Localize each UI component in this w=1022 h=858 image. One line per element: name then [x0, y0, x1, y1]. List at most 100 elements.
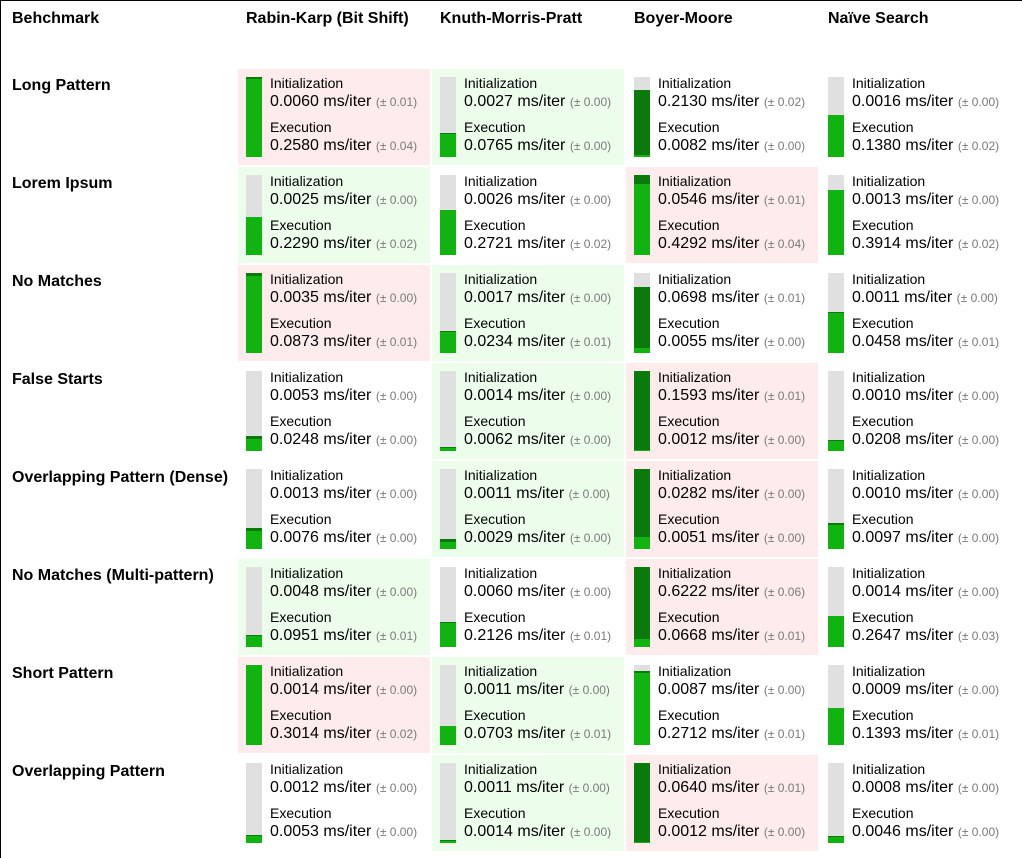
execution-value: 0.0029 ms/iter (± 0.00) [464, 529, 611, 547]
execution-bar-fill [634, 155, 650, 157]
header-knuth-morris-pratt: Knuth-Morris-Pratt [440, 10, 583, 27]
initialization-label: Initialization [658, 271, 732, 287]
initialization-bar-fill [828, 523, 844, 525]
execution-value: 0.0055 ms/iter (± 0.00) [658, 333, 805, 351]
execution-value: 0.0076 ms/iter (± 0.00) [270, 529, 417, 547]
execution-value: 0.0703 ms/iter (± 0.01) [464, 725, 611, 743]
initialization-value: 0.0017 ms/iter (± 0.00) [464, 289, 611, 307]
initialization-value: 0.0011 ms/iter (± 0.00) [852, 289, 998, 307]
execution-time: 0.0234 ms/iter [464, 333, 566, 350]
time-bar [246, 665, 262, 745]
initialization-error: (± 0.00) [569, 95, 612, 109]
execution-value: 0.4292 ms/iter (± 0.04) [658, 235, 805, 253]
execution-error: (± 0.00) [763, 825, 806, 839]
initialization-error: (± 0.00) [957, 487, 1000, 501]
initialization-label: Initialization [658, 663, 732, 679]
execution-value: 0.0012 ms/iter (± 0.00) [658, 823, 805, 841]
row-label: Long Pattern [12, 77, 111, 94]
execution-time: 0.2721 ms/iter [464, 235, 566, 252]
initialization-value: 0.0009 ms/iter (± 0.00) [852, 681, 999, 699]
execution-label: Execution [852, 217, 914, 233]
header-rabin-karp: Rabin-Karp (Bit Shift) [246, 10, 409, 27]
initialization-error: (± 0.02) [763, 95, 806, 109]
execution-value: 0.0014 ms/iter (± 0.00) [464, 823, 611, 841]
initialization-value: 0.0035 ms/iter (± 0.00) [270, 289, 417, 307]
initialization-error: (± 0.00) [375, 291, 418, 305]
execution-bar-fill [828, 708, 844, 745]
initialization-value: 0.0010 ms/iter (± 0.00) [852, 485, 999, 503]
execution-bar-fill [440, 623, 456, 647]
initialization-time: 0.0009 ms/iter [852, 681, 954, 698]
initialization-bar-fill [440, 447, 456, 448]
initialization-time: 0.0087 ms/iter [658, 681, 760, 698]
initialization-time: 0.6222 ms/iter [658, 583, 760, 600]
execution-bar-fill [828, 616, 844, 647]
initialization-error: (± 0.00) [569, 193, 612, 207]
time-bar [634, 371, 650, 451]
initialization-value: 0.0640 ms/iter (± 0.01) [658, 779, 805, 797]
initialization-bar-fill [634, 567, 650, 639]
initialization-error: (± 0.01) [763, 193, 806, 207]
execution-value: 0.0668 ms/iter (± 0.01) [658, 627, 805, 645]
initialization-label: Initialization [852, 271, 926, 287]
execution-bar-fill [440, 726, 456, 745]
initialization-error: (± 0.00) [957, 389, 1000, 403]
execution-value: 0.3914 ms/iter (± 0.02) [852, 235, 999, 253]
execution-time: 0.2647 ms/iter [852, 627, 954, 644]
initialization-value: 0.0026 ms/iter (± 0.00) [464, 191, 611, 209]
initialization-label: Initialization [658, 173, 732, 189]
execution-label: Execution [270, 413, 332, 429]
execution-value: 0.0458 ms/iter (± 0.01) [852, 333, 999, 351]
initialization-error: (± 0.00) [956, 291, 998, 305]
execution-value: 0.0046 ms/iter (± 0.00) [852, 823, 999, 841]
initialization-bar-fill [246, 835, 262, 836]
time-bar [634, 175, 650, 255]
execution-bar-fill [828, 313, 844, 353]
execution-error: (± 0.00) [569, 825, 612, 839]
execution-value: 0.2712 ms/iter (± 0.01) [658, 725, 805, 743]
time-bar [828, 273, 844, 353]
row-label: Lorem Ipsum [12, 175, 113, 192]
time-bar [828, 371, 844, 451]
execution-time: 0.0014 ms/iter [464, 823, 566, 840]
time-bar [440, 763, 456, 843]
execution-label: Execution [464, 805, 526, 821]
execution-label: Execution [270, 805, 332, 821]
time-bar [634, 665, 650, 745]
initialization-time: 0.0014 ms/iter [464, 387, 566, 404]
execution-value: 0.0208 ms/iter (± 0.00) [852, 431, 999, 449]
initialization-label: Initialization [464, 271, 538, 287]
execution-error: (± 0.01) [569, 335, 612, 349]
initialization-error: (± 0.00) [957, 781, 1000, 795]
execution-time: 0.0248 ms/iter [270, 431, 372, 448]
initialization-error: (± 0.00) [375, 585, 418, 599]
row-label: Overlapping Pattern (Dense) [12, 469, 229, 486]
execution-bar-fill [440, 841, 456, 843]
execution-label: Execution [658, 119, 720, 135]
initialization-label: Initialization [852, 75, 926, 91]
execution-bar-fill [634, 450, 650, 451]
execution-bar-fill [246, 217, 262, 255]
time-bar [440, 567, 456, 647]
initialization-value: 0.0011 ms/iter (± 0.00) [464, 779, 610, 797]
initialization-time: 0.0011 ms/iter [464, 779, 565, 796]
execution-time: 0.0046 ms/iter [852, 823, 954, 840]
execution-error: (± 0.00) [763, 139, 806, 153]
initialization-value: 0.0011 ms/iter (± 0.00) [464, 485, 610, 503]
initialization-value: 0.2130 ms/iter (± 0.02) [658, 93, 805, 111]
execution-value: 0.1380 ms/iter (± 0.02) [852, 137, 999, 155]
initialization-time: 0.0546 ms/iter [658, 191, 760, 208]
time-bar [246, 469, 262, 549]
initialization-time: 0.0060 ms/iter [464, 583, 566, 600]
row-label: Overlapping Pattern [12, 763, 165, 780]
execution-bar-fill [440, 448, 456, 451]
execution-value: 0.1393 ms/iter (± 0.01) [852, 725, 999, 743]
time-bar [440, 469, 456, 549]
execution-value: 0.0053 ms/iter (± 0.00) [270, 823, 417, 841]
